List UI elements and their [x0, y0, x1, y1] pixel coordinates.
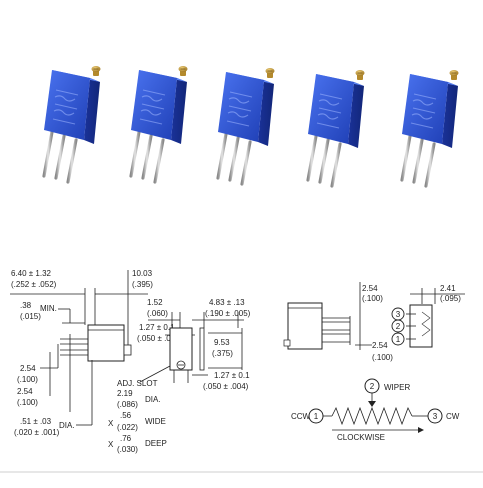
pin1-number: 1 — [396, 335, 401, 344]
cw-label: CW — [446, 412, 460, 421]
mid-dim-a: 1.52 — [147, 298, 163, 307]
mid-dim-a-in: (.060) — [147, 309, 168, 318]
mid-dim-b-in: (.050 ± .004) — [137, 334, 183, 343]
dim-pin-in: (.020 ± .001) — [14, 428, 60, 437]
deep-label: DEEP — [145, 439, 167, 448]
right-drawing: 2.54 (.100) 2.41 (.095) 2.54 (.100) 3 2 — [283, 282, 465, 362]
product-photos — [42, 64, 461, 188]
side-dim-h: 9.53 — [214, 338, 230, 347]
side-dim-bot-in: (.050 ± .004) — [203, 382, 249, 391]
clockwise-label: CLOCKWISE — [337, 433, 385, 442]
right-dim-a: 2.54 — [362, 284, 378, 293]
dim-pitch2-in: (.100) — [17, 398, 38, 407]
dim-pitch1: 2.54 — [20, 364, 36, 373]
wide-label: WIDE — [145, 417, 166, 426]
right-dim-b-in: (.095) — [440, 294, 461, 303]
dim-pitch1-in: (.100) — [17, 375, 38, 384]
side-dim-top: 4.83 ± .13 — [209, 298, 245, 307]
x2-label: X — [108, 440, 114, 449]
trimmer-potentiometer-photo — [216, 66, 277, 186]
schematic: 2 WIPER CCW 1 3 CW CLOCKWISE — [291, 378, 460, 442]
dia-label-left: DIA. — [59, 421, 75, 430]
pin2-number: 2 — [396, 322, 401, 331]
min-label: MIN. — [40, 304, 57, 313]
trimmer-potentiometer-photo — [400, 68, 461, 188]
cw-number: 3 — [433, 412, 438, 421]
pin3-number: 3 — [396, 310, 401, 319]
dim-height: 10.03 — [132, 269, 153, 278]
left-drawing: 6.40 ± 1.32 (.252 ± .052) 10.03 (.395) .… — [10, 269, 153, 437]
mid-dim-deep-in: (.030) — [117, 445, 138, 454]
dim-pin: .51 ± .03 — [20, 417, 52, 426]
wiper-label: WIPER — [384, 383, 410, 392]
adj-slot-label: ADJ. SLOT — [117, 379, 158, 388]
x1-label: X — [108, 419, 114, 428]
side-dim-h-in: (.375) — [212, 349, 233, 358]
dim-pitch2: 2.54 — [17, 387, 33, 396]
right-dim-a-in: (.100) — [362, 294, 383, 303]
side-dim-top-in: (.190 ± .005) — [205, 309, 251, 318]
right-dim-c-in: (.100) — [372, 353, 393, 362]
mid-dim-b: 1.27 ± 0.1 — [139, 323, 175, 332]
side-drawing: 4.83 ± .13 (.190 ± .005) 9.53 (.375) 1.2… — [192, 298, 251, 391]
side-dim-bot: 1.27 ± 0.1 — [214, 371, 250, 380]
mid-dia-label: DIA. — [145, 395, 161, 404]
mid-dim-deep: .76 — [120, 434, 132, 443]
mid-dim-wide: .56 — [120, 411, 132, 420]
mid-dim-wide-in: (.022) — [117, 423, 138, 432]
ccw-label: CCW — [291, 412, 311, 421]
right-dim-b: 2.41 — [440, 284, 456, 293]
trimmer-potentiometer-photo — [306, 68, 367, 188]
dim-height-in: (.395) — [132, 280, 153, 289]
trimmer-potentiometer-photo — [129, 64, 190, 184]
ccw-number: 1 — [314, 412, 319, 421]
mid-drawing: 1.52 (.060) 1.27 ± 0.1 (.050 ± .004) ADJ… — [108, 298, 195, 454]
right-dim-c: 2.54 — [372, 341, 388, 350]
mid-dim-dia-in: (.086) — [117, 400, 138, 409]
dim-width: 6.40 ± 1.32 — [11, 269, 52, 278]
mid-dim-dia: 2.19 — [117, 389, 133, 398]
dim-min: .38 — [20, 301, 32, 310]
dim-width-in: (.252 ± .052) — [11, 280, 57, 289]
wiper-number: 2 — [370, 382, 375, 391]
dim-min-in: (.015) — [20, 312, 41, 321]
trimmer-potentiometer-photo — [42, 64, 103, 184]
